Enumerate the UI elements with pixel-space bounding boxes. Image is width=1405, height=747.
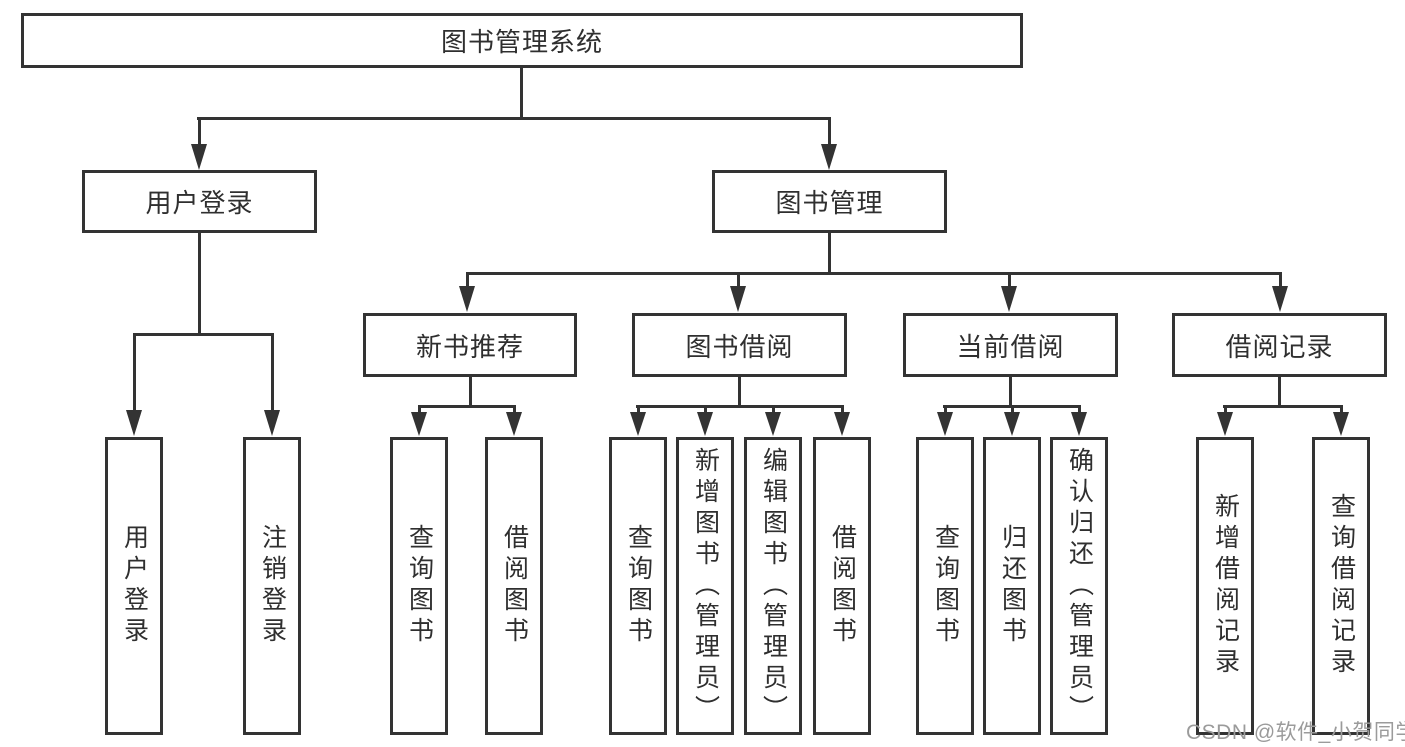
node-label: 借阅记录 <box>1225 331 1334 362</box>
leaf-edit-book-admin: 编辑图书（管理员） <box>744 437 802 735</box>
node-label: 图书管理 <box>775 188 884 218</box>
connector-arrow <box>730 274 746 312</box>
leaf-query-books-borrowing: 查询图书 <box>609 437 667 735</box>
node-label: 新书推荐 <box>415 331 524 362</box>
connector-line <box>636 405 844 408</box>
connector-arrow <box>834 407 850 436</box>
leaf-borrow-books-recommend: 借阅图书 <box>485 437 543 735</box>
node-book-borrowing: 图书借阅 <box>632 313 847 377</box>
leaf-add-borrow-record: 新增借阅记录 <box>1196 437 1254 735</box>
node-label: 新增借阅记录 <box>1211 493 1240 679</box>
node-label: 查询图书 <box>624 524 653 648</box>
node-label: 确认归还（管理员） <box>1065 446 1094 726</box>
connector-arrow <box>697 407 713 436</box>
node-library-management-system: 图书管理系统 <box>21 13 1023 68</box>
connector-arrow <box>765 407 781 436</box>
leaf-confirm-return-admin: 确认归还（管理员） <box>1050 437 1108 735</box>
connector-line <box>469 375 472 407</box>
connector-line <box>738 375 741 407</box>
leaf-logout: 注销登录 <box>243 437 301 735</box>
node-label: 借阅图书 <box>500 524 529 648</box>
node-label: 查询借阅记录 <box>1327 493 1356 679</box>
connector-line <box>418 405 516 408</box>
connector-arrow <box>1004 407 1020 436</box>
connector-arrow <box>630 407 646 436</box>
connector-arrow <box>821 119 837 170</box>
leaf-query-books-recommend: 查询图书 <box>390 437 448 735</box>
connector-arrow <box>1001 274 1017 312</box>
connector-arrow <box>459 274 475 312</box>
connector-arrow <box>264 335 280 436</box>
connector-line <box>466 272 1282 275</box>
connector-arrow <box>411 407 427 436</box>
leaf-user-login: 用户登录 <box>105 437 163 735</box>
leaf-borrow-books-borrowing: 借阅图书 <box>813 437 871 735</box>
leaf-query-borrow-record: 查询借阅记录 <box>1312 437 1370 735</box>
node-label: 图书管理系统 <box>440 27 603 57</box>
connector-arrow <box>1217 407 1233 436</box>
connector-line <box>828 231 831 274</box>
node-user-login: 用户登录 <box>82 170 317 233</box>
connector-arrow <box>1272 274 1288 312</box>
connector-line <box>943 405 1081 408</box>
leaf-return-book: 归还图书 <box>983 437 1041 735</box>
connector-line <box>198 231 201 335</box>
watermark: CSDN @软件_小贺同学 <box>1186 721 1405 744</box>
connector-arrow <box>191 119 207 170</box>
connector-line <box>520 66 523 119</box>
connector-line <box>133 333 274 336</box>
node-label: 查询图书 <box>405 524 434 648</box>
leaf-query-books-current: 查询图书 <box>916 437 974 735</box>
node-new-book-recommendation: 新书推荐 <box>363 313 577 377</box>
node-label: 注销登录 <box>258 524 287 648</box>
connector-arrow <box>126 335 142 436</box>
connector-line <box>1278 375 1281 407</box>
node-label: 当前借阅 <box>956 331 1065 362</box>
node-label: 归还图书 <box>998 524 1027 648</box>
connector-line <box>197 117 831 120</box>
node-borrowing-records: 借阅记录 <box>1172 313 1387 377</box>
node-label: 编辑图书（管理员） <box>759 446 788 726</box>
node-label: 图书借阅 <box>685 331 794 362</box>
node-label: 借阅图书 <box>828 524 857 648</box>
connector-arrow <box>1071 407 1087 436</box>
connector-line <box>1009 375 1012 407</box>
node-current-borrowing: 当前借阅 <box>903 313 1118 377</box>
node-book-management: 图书管理 <box>712 170 947 233</box>
node-label: 查询图书 <box>931 524 960 648</box>
connector-arrow <box>937 407 953 436</box>
connector-arrow <box>506 407 522 436</box>
node-label: 用户登录 <box>145 188 254 218</box>
connector-line <box>1223 405 1343 408</box>
connector-arrow <box>1333 407 1349 436</box>
leaf-add-book-admin: 新增图书（管理员） <box>676 437 734 735</box>
node-label: 新增图书（管理员） <box>691 446 720 726</box>
node-label: 用户登录 <box>120 524 149 648</box>
